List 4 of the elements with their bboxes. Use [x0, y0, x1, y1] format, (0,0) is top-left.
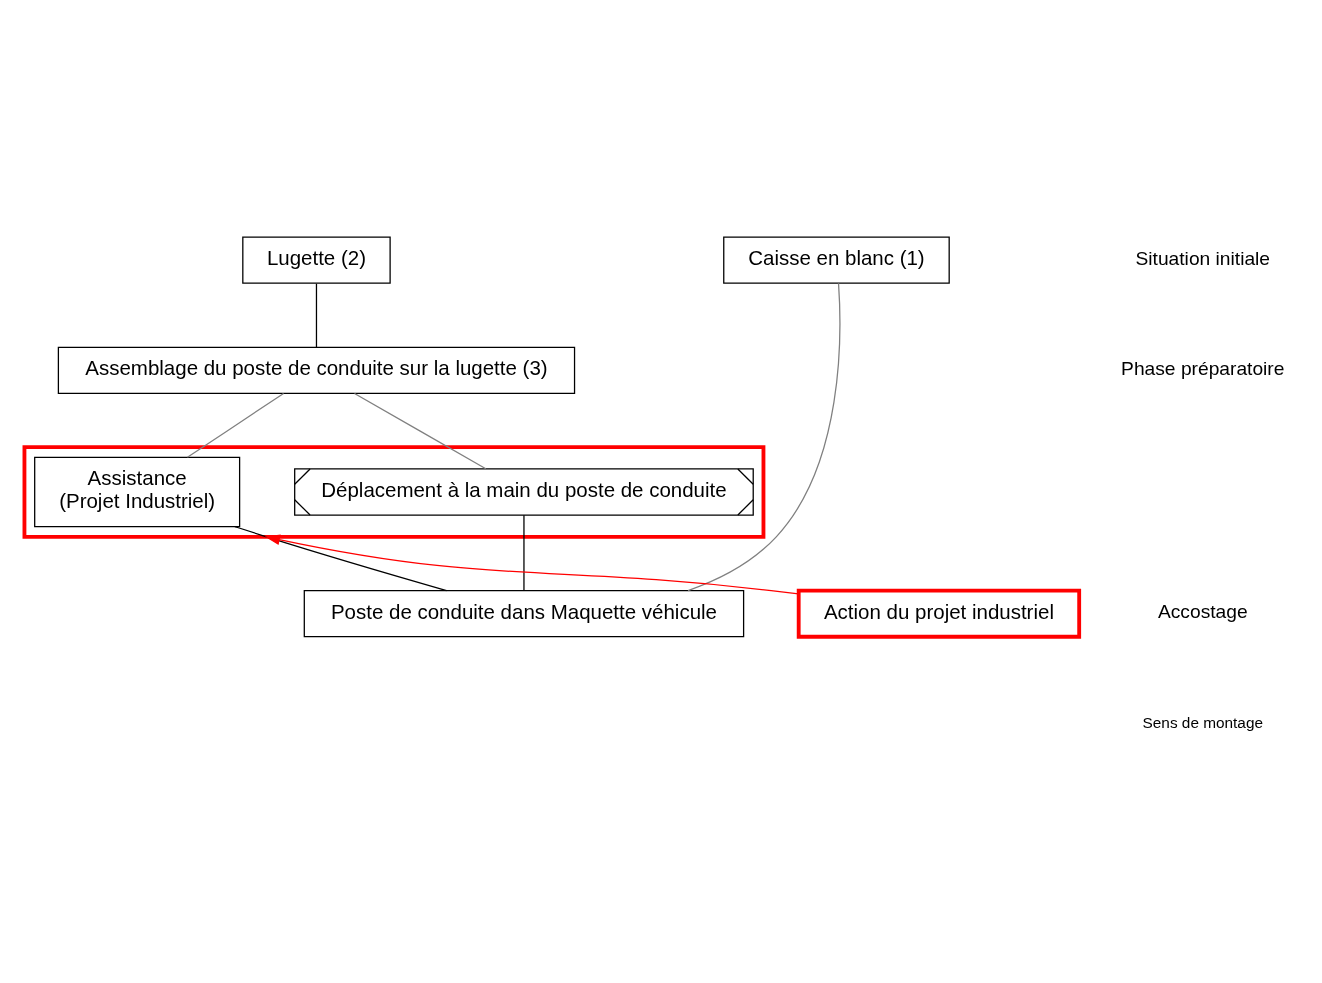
label: Sens de montage: [1142, 713, 1263, 731]
label: Phase préparatoire: [1121, 357, 1285, 379]
label: Situation initiale: [1135, 247, 1271, 269]
label: Accostage: [1157, 600, 1248, 622]
